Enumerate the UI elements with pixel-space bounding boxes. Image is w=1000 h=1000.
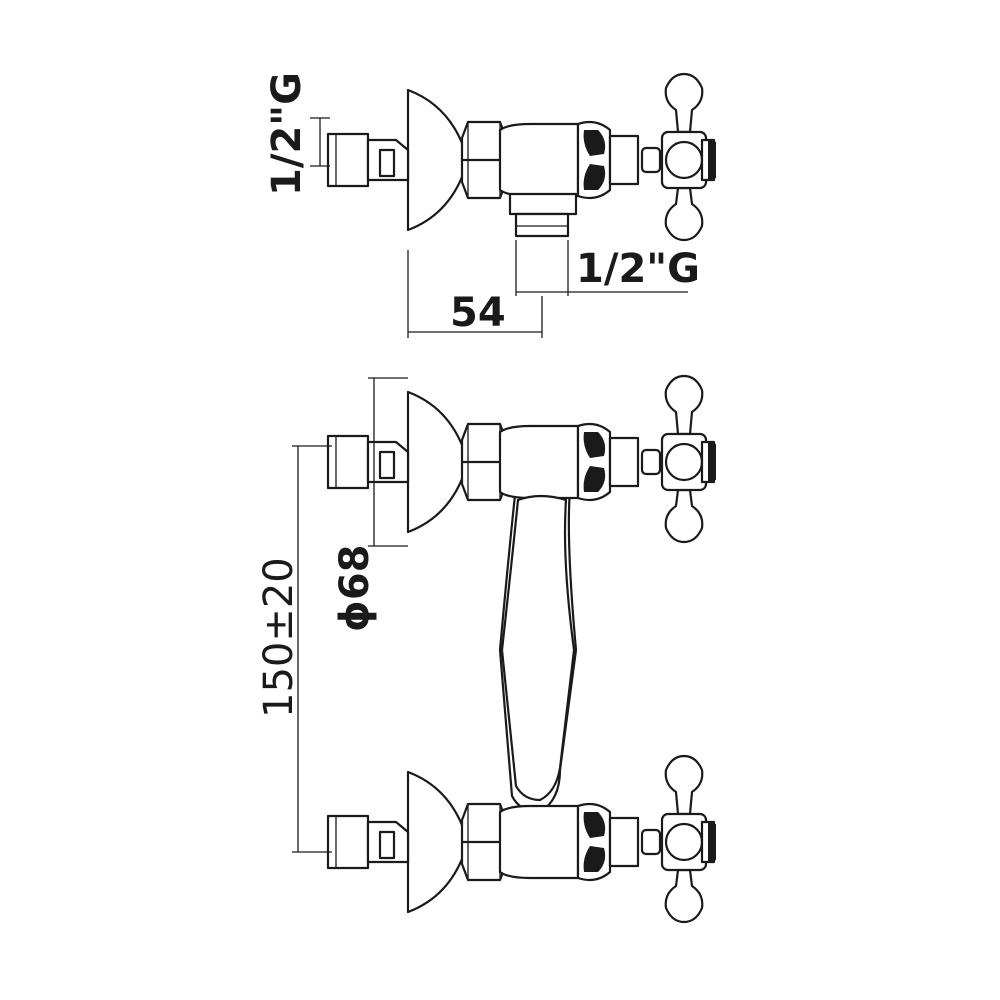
dim-flange-diameter: ϕ68 <box>332 377 408 632</box>
dim-outlet-thread: 1/2"G <box>515 240 700 296</box>
centre-distance-label: 150±20 <box>256 557 302 718</box>
dim-inlet-thread: 1/2"G <box>264 72 330 196</box>
side-view <box>326 72 718 242</box>
projection-label: 54 <box>450 290 506 336</box>
dim-projection: 54 <box>407 250 543 338</box>
inlet-thread-label: 1/2"G <box>264 72 310 196</box>
front-view <box>326 374 718 924</box>
dim-centre-distance: 150±20 <box>256 445 332 853</box>
flange-diameter-label: ϕ68 <box>332 544 378 632</box>
outlet-thread-label: 1/2"G <box>576 246 700 292</box>
